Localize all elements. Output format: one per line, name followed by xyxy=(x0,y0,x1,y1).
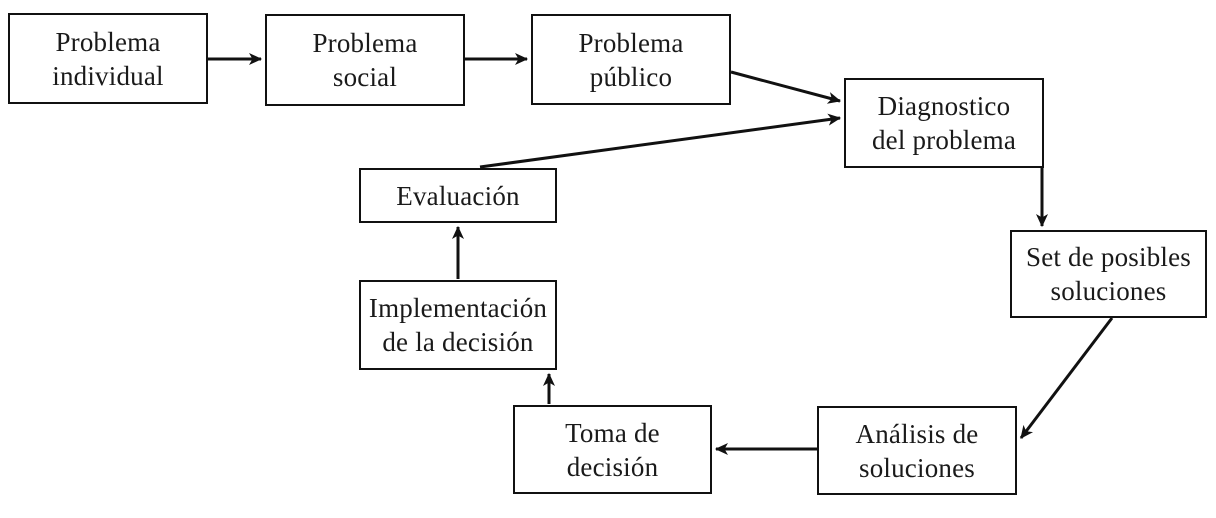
node-diagnostico-del-problema: Diagnostico del problema xyxy=(844,78,1044,168)
node-problema-publico: Problema público xyxy=(531,14,731,105)
node-problema-social: Problema social xyxy=(265,14,465,106)
node-implementacion-de-la-decision-label: Implementación de la decisión xyxy=(368,293,548,357)
node-set-de-posibles-soluciones-label: Set de posibles soluciones xyxy=(1026,242,1191,306)
arrow-set-de-posibles-soluciones-to-analisis xyxy=(1019,317,1114,439)
node-implementacion-de-la-decision: Implementación de la decisión xyxy=(359,280,557,370)
node-analisis-de-soluciones-label: Análisis de soluciones xyxy=(855,418,979,483)
arrow-problema-publico-to-diagnostico xyxy=(730,70,842,104)
node-analisis-de-soluciones: Análisis de soluciones xyxy=(817,406,1017,495)
node-toma-de-decision: Toma de decisión xyxy=(513,405,712,494)
node-problema-individual-label: Problema individual xyxy=(52,26,164,91)
node-toma-de-decision-label: Toma de decisión xyxy=(565,417,660,482)
node-problema-publico-label: Problema público xyxy=(578,27,684,92)
node-diagnostico-del-problema-label: Diagnostico del problema xyxy=(871,91,1017,155)
arrow-evaluacion-to-diagnostico xyxy=(479,113,842,169)
node-evaluacion: Evaluación xyxy=(359,168,557,223)
node-problema-social-label: Problema social xyxy=(312,28,418,92)
node-problema-individual: Problema individual xyxy=(8,13,208,104)
node-evaluacion-label: Evaluación xyxy=(396,180,520,211)
node-set-de-posibles-soluciones: Set de posibles soluciones xyxy=(1010,230,1207,318)
